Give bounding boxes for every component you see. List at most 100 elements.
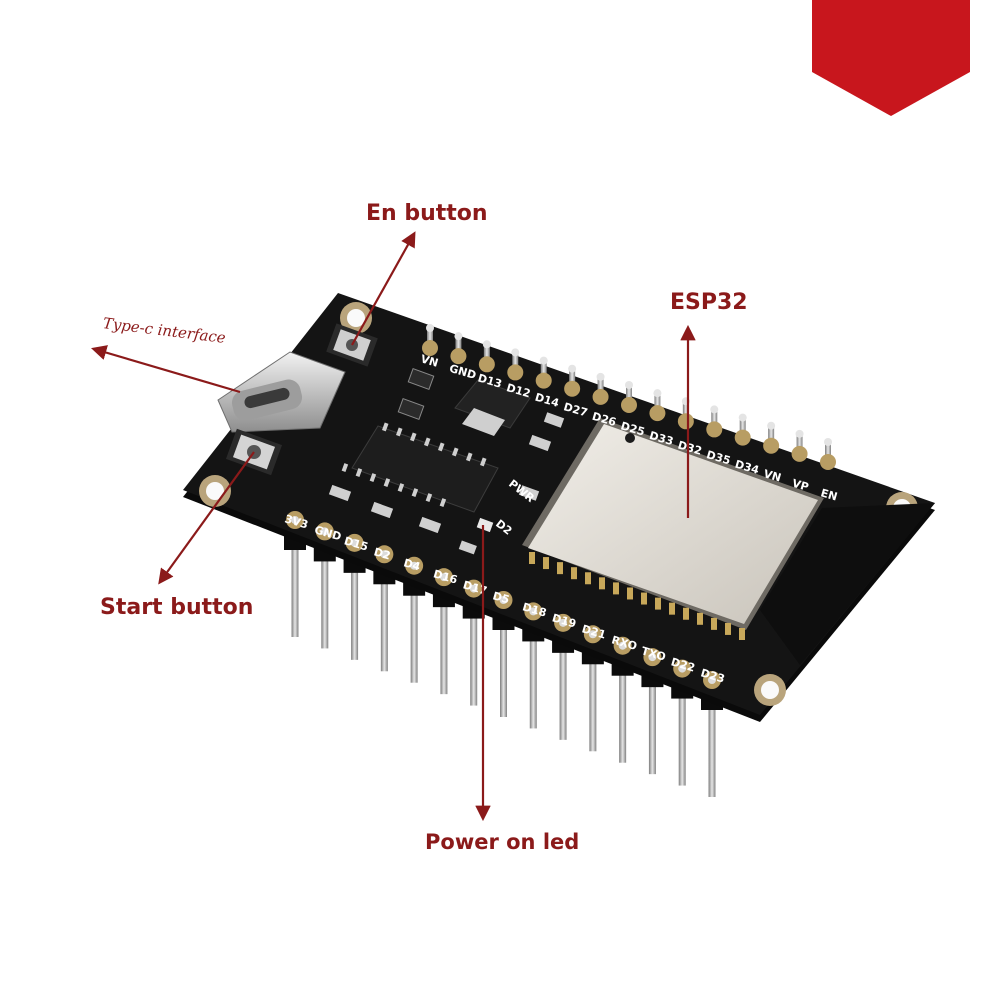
silk-label-bottom-2: D15 bbox=[343, 534, 370, 553]
silk-label-bottom-10: D21 bbox=[580, 622, 607, 641]
silk-label-bottom-13: D22 bbox=[669, 655, 696, 674]
pin bbox=[291, 542, 299, 637]
en-button-label: En button bbox=[366, 201, 488, 226]
pin-tip bbox=[625, 381, 633, 389]
pad-pin bbox=[708, 676, 716, 684]
pad bbox=[677, 413, 694, 430]
pin bbox=[589, 656, 597, 752]
castellation bbox=[529, 552, 535, 564]
pin bbox=[708, 702, 716, 797]
castellation bbox=[543, 557, 549, 570]
pin-top bbox=[597, 376, 604, 397]
castellation bbox=[711, 617, 717, 630]
pad-pin bbox=[439, 573, 448, 582]
pin-tip bbox=[511, 348, 520, 357]
arrow-en-button bbox=[351, 231, 416, 346]
silk-label-top-13: VP bbox=[791, 477, 811, 494]
pad bbox=[621, 397, 637, 413]
header-pads bbox=[286, 324, 836, 689]
pad-pin bbox=[529, 607, 538, 616]
arrow-type-c bbox=[91, 345, 241, 394]
silk-label-bottom-6: D17 bbox=[461, 578, 488, 597]
pad bbox=[791, 445, 808, 462]
pad bbox=[450, 348, 467, 365]
pin-top bbox=[654, 393, 661, 414]
pin-top bbox=[711, 409, 718, 430]
usb-uart-chip bbox=[341, 422, 499, 513]
pad bbox=[478, 356, 495, 373]
pad-pin bbox=[350, 538, 359, 547]
pad bbox=[507, 364, 524, 381]
pin-tip bbox=[482, 340, 491, 349]
silk-label-bottom-3: D2 bbox=[372, 545, 392, 562]
pin bbox=[321, 553, 329, 649]
pad bbox=[564, 380, 581, 397]
pin bbox=[648, 679, 656, 775]
castellation bbox=[613, 582, 619, 595]
silk-label-bottom-4: D4 bbox=[402, 556, 422, 573]
pad bbox=[706, 421, 723, 438]
chip-leg bbox=[411, 488, 419, 498]
silk-label-top-7: D25 bbox=[619, 419, 646, 438]
silk-label-top-0: VN bbox=[419, 352, 440, 369]
pin-top bbox=[768, 425, 775, 446]
silk-label-top-14: EN bbox=[819, 486, 839, 503]
pin-top bbox=[569, 368, 576, 389]
castellation bbox=[557, 562, 563, 575]
pad-pin bbox=[678, 664, 687, 673]
pin-tip bbox=[539, 356, 548, 365]
pin-tip bbox=[426, 324, 434, 332]
arrow-start-button bbox=[158, 451, 255, 585]
chip-leg bbox=[397, 483, 405, 493]
silk-label-top-3: D12 bbox=[505, 381, 532, 400]
voltage-regulator bbox=[454, 379, 531, 436]
chip-leg bbox=[355, 468, 363, 478]
usb-c-connector bbox=[217, 351, 346, 433]
pin-tip bbox=[738, 413, 747, 422]
esp32-label: ESP32 bbox=[670, 290, 748, 315]
silk-label-top-10: D35 bbox=[705, 448, 732, 467]
pin-top bbox=[739, 417, 746, 438]
castellation bbox=[655, 597, 661, 610]
pin-top bbox=[682, 401, 689, 422]
pad bbox=[422, 340, 438, 356]
castellation bbox=[683, 607, 689, 620]
chip-leg bbox=[452, 447, 459, 457]
pin-top bbox=[626, 385, 632, 405]
pad bbox=[763, 437, 780, 454]
pin-tip bbox=[653, 389, 662, 398]
pad-pin bbox=[410, 561, 419, 570]
silk-label-bottom-0: 3V3 bbox=[283, 512, 309, 531]
pin bbox=[678, 690, 686, 786]
silk-label-top-2: D13 bbox=[476, 372, 503, 391]
pin-top bbox=[427, 328, 433, 348]
chip-leg bbox=[410, 432, 417, 442]
castellation bbox=[599, 577, 605, 590]
castellation bbox=[697, 612, 703, 625]
pin-top bbox=[483, 344, 490, 365]
chip-leg bbox=[425, 493, 433, 503]
annotation-arrows bbox=[91, 231, 696, 822]
silk-label-top-12: VN bbox=[762, 467, 783, 484]
smd-components bbox=[328, 368, 565, 534]
pin-top bbox=[540, 360, 547, 381]
pad bbox=[535, 372, 552, 389]
pin-tip bbox=[454, 332, 463, 341]
pad-pin bbox=[320, 527, 329, 536]
silk-label-bottom-9: D19 bbox=[551, 611, 578, 630]
pin-tip bbox=[795, 429, 804, 438]
castellation bbox=[739, 628, 745, 640]
castellation bbox=[627, 587, 633, 600]
silk-label-top-8: D33 bbox=[648, 429, 675, 448]
chip-leg bbox=[341, 463, 349, 473]
castellation bbox=[725, 622, 731, 635]
pad-pin bbox=[469, 584, 478, 593]
pin bbox=[500, 622, 507, 717]
pin bbox=[440, 599, 448, 695]
pin-top bbox=[796, 433, 803, 454]
chip-leg bbox=[369, 473, 377, 483]
silk-label-bottom-8: D18 bbox=[521, 600, 548, 619]
silk-label-top-9: D32 bbox=[676, 439, 703, 458]
pad bbox=[820, 454, 836, 470]
